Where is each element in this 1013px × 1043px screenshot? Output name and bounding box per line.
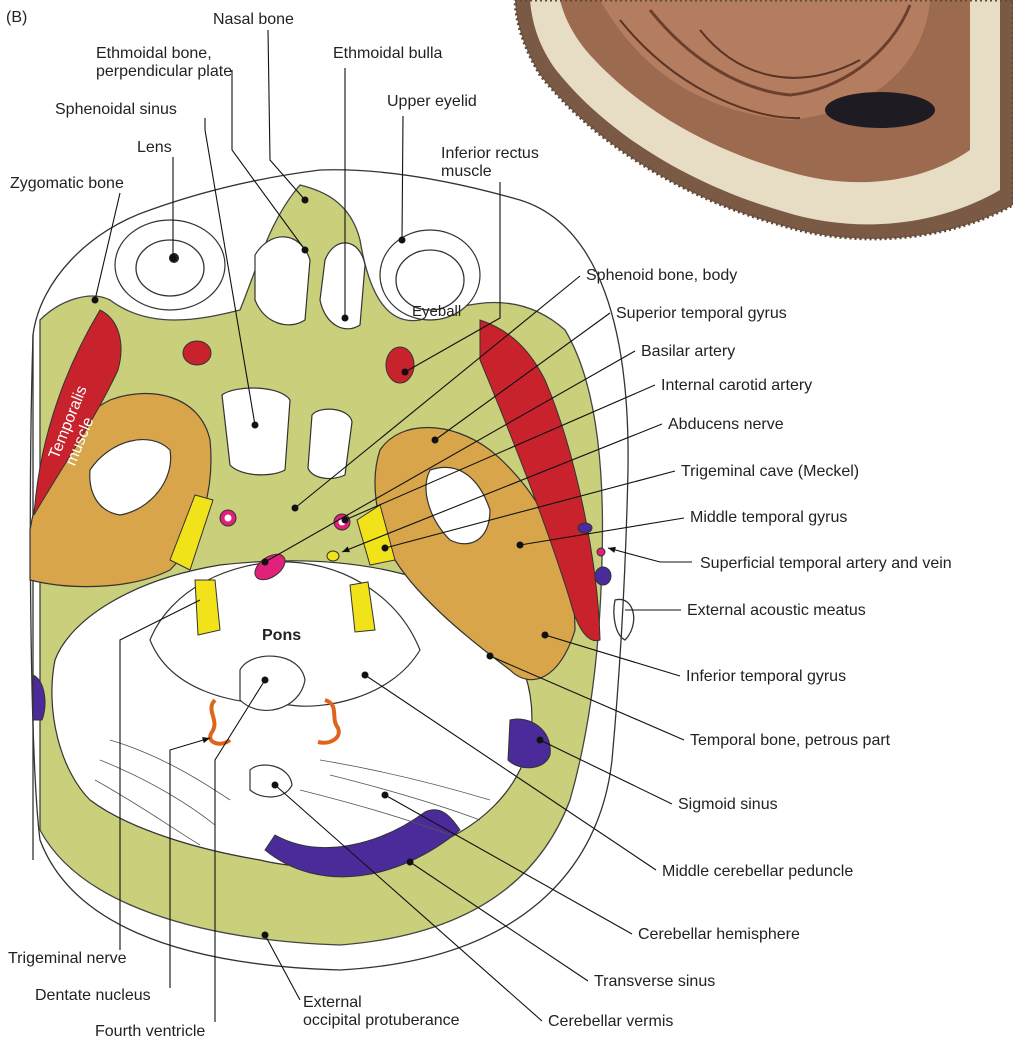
label-ethmoidal-bone: Ethmoidal bone,perpendicular plate bbox=[96, 45, 232, 80]
leader-dot-sigmoid-sinus bbox=[537, 737, 544, 744]
pons-label: Pons bbox=[262, 627, 301, 644]
leader-line-zygomatic-bone bbox=[95, 193, 120, 300]
label-lens: Lens bbox=[137, 139, 172, 156]
label-fourth-ventricle: Fourth ventricle bbox=[95, 1023, 205, 1040]
leader-dot-upper-eyelid bbox=[399, 237, 406, 244]
left-trigeminal-nerve bbox=[195, 580, 220, 635]
leader-dot-ethmoidal-bone bbox=[302, 247, 309, 254]
label-temporal-petrous: Temporal bone, petrous part bbox=[690, 732, 891, 749]
label-ext-acoustic: External acoustic meatus bbox=[687, 602, 866, 619]
label-transverse-sinus: Transverse sinus bbox=[594, 973, 715, 990]
label-ethmoidal-bulla: Ethmoidal bulla bbox=[333, 45, 443, 62]
leader-dot-transverse-sinus bbox=[407, 859, 414, 866]
leader-dot-lens bbox=[170, 255, 177, 262]
leader-dot-mid-temporal-gyrus bbox=[517, 542, 524, 549]
leader-dot-temporal-petrous bbox=[487, 653, 494, 660]
leader-dot-basilar-artery bbox=[262, 559, 269, 566]
label-mid-temporal-gyrus: Middle temporal gyrus bbox=[690, 509, 847, 526]
label-inf-temporal-gyrus: Inferior temporal gyrus bbox=[686, 668, 846, 685]
label-internal-carotid: Internal carotid artery bbox=[661, 377, 812, 394]
external-acoustic-meatus bbox=[614, 599, 634, 640]
label-trigeminal-nerve: Trigeminal nerve bbox=[8, 950, 127, 967]
eyeball-label: Eyeball bbox=[412, 303, 461, 320]
leader-dot-nasal-bone bbox=[302, 197, 309, 204]
leader-dot-trigeminal-cave bbox=[382, 545, 389, 552]
panel-letter: (B) bbox=[6, 9, 27, 26]
label-mid-cereb-peduncle: Middle cerebellar peduncle bbox=[662, 863, 853, 880]
leader-dot-ext-occipital bbox=[262, 932, 269, 939]
superficial-temporal-vein-2 bbox=[595, 567, 611, 585]
leader-line-upper-eyelid bbox=[402, 116, 403, 240]
leader-dot-ethmoidal-bulla bbox=[342, 315, 349, 322]
label-dentate-nucleus: Dentate nucleus bbox=[35, 987, 151, 1004]
label-nasal-bone: Nasal bone bbox=[213, 11, 294, 28]
leader-dot-inferior-rectus bbox=[402, 369, 409, 376]
leader-dot-internal-carotid bbox=[342, 517, 349, 524]
label-cereb-vermis: Cerebellar vermis bbox=[548, 1013, 673, 1030]
label-basilar-artery: Basilar artery bbox=[641, 343, 735, 360]
sphenoidal-sinus bbox=[222, 388, 290, 475]
label-sphenoidal-sinus: Sphenoidal sinus bbox=[55, 101, 177, 118]
leader-dot-cereb-vermis bbox=[272, 782, 279, 789]
label-abducens: Abducens nerve bbox=[668, 416, 784, 433]
label-sup-temporal-artery: Superficial temporal artery and vein bbox=[700, 555, 952, 572]
specimen-photo-inset bbox=[515, 0, 1013, 239]
label-upper-eyelid: Upper eyelid bbox=[387, 93, 477, 110]
left-rectus-muscle bbox=[183, 341, 211, 365]
leader-dot-zygomatic-bone bbox=[92, 297, 99, 304]
right-rectus-muscle bbox=[386, 347, 414, 383]
leader-dot-sup-temporal-gyrus bbox=[432, 437, 439, 444]
leader-dot-cereb-hemisphere bbox=[382, 792, 389, 799]
label-cereb-hemisphere: Cerebellar hemisphere bbox=[638, 926, 800, 943]
leader-dot-inf-temporal-gyrus bbox=[542, 632, 549, 639]
leader-dot-mid-cereb-peduncle bbox=[362, 672, 369, 679]
label-sup-temporal-gyrus: Superior temporal gyrus bbox=[616, 305, 787, 322]
label-trigeminal-cave: Trigeminal cave (Meckel) bbox=[681, 463, 859, 480]
leader-line-sup-temporal-artery bbox=[608, 548, 692, 562]
label-sphenoid-body: Sphenoid bone, body bbox=[586, 267, 737, 284]
label-zygomatic-bone: Zygomatic bone bbox=[10, 175, 124, 192]
abducens-nerve bbox=[327, 551, 339, 561]
leader-dot-sphenoidal-sinus bbox=[252, 422, 259, 429]
superficial-temporal-artery bbox=[597, 548, 605, 556]
leader-dot-fourth-ventricle bbox=[262, 677, 269, 684]
superficial-temporal-vein bbox=[578, 523, 592, 533]
leader-dot-sphenoid-body bbox=[292, 505, 299, 512]
label-sigmoid-sinus: Sigmoid sinus bbox=[678, 796, 778, 813]
sphenoidal-sinus-2 bbox=[308, 409, 352, 478]
